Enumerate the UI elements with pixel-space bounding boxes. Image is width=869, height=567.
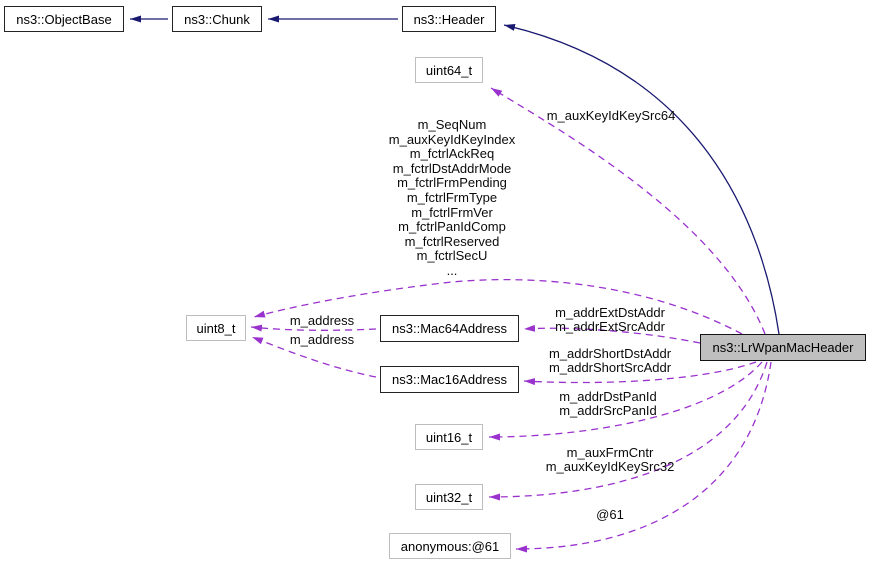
edge-label-aux-frm: m_auxFrmCntr m_auxKeyIdKeySrc32 bbox=[545, 445, 675, 475]
node-anonymous-61: anonymous:@61 bbox=[389, 533, 511, 559]
edge-lrwpanmacheader-to-mac64address bbox=[523, 324, 701, 344]
node-ns3-header[interactable]: ns3::Header bbox=[402, 6, 496, 32]
edge-lrwpanmacheader-to-uint32 bbox=[488, 361, 768, 501]
edge-label-ext-addr: m_addrExtDstAddr m_addrExtSrcAddr bbox=[555, 305, 665, 335]
edge-lrwpanmacheader-to-uint64 bbox=[490, 87, 766, 335]
node-uint16-t: uint16_t bbox=[415, 424, 483, 450]
edge-mac16address-to-uint8 bbox=[251, 336, 377, 378]
node-ns3-lrwpanmacheader: ns3::LrWpanMacHeader bbox=[700, 334, 866, 361]
edge-label-at61: @61 bbox=[596, 507, 624, 522]
edge-lrwpanmacheader-to-mac16address bbox=[523, 361, 757, 386]
node-ns3-mac16address[interactable]: ns3::Mac16Address bbox=[380, 366, 519, 393]
node-uint8-t: uint8_t bbox=[186, 315, 246, 341]
edge-label-short-addr: m_addrShortDstAddr m_addrShortSrcAddr bbox=[548, 346, 672, 376]
edge-lrwpanmacheader-to-anonymous61 bbox=[515, 361, 772, 553]
edge-label-member-block: m_SeqNum m_auxKeyIdKeyIndex m_fctrlAckRe… bbox=[388, 117, 516, 278]
node-uint32-t: uint32_t bbox=[415, 484, 483, 510]
edge-label-m-address-upper: m_address bbox=[289, 313, 355, 328]
edge-lrwpanmacheader-to-header bbox=[503, 24, 780, 335]
node-ns3-chunk[interactable]: ns3::Chunk bbox=[172, 6, 262, 32]
edge-lrwpanmacheader-to-uint16 bbox=[488, 361, 763, 441]
edge-label-aux-key-src64: m_auxKeyIdKeySrc64 bbox=[546, 108, 676, 123]
edge-mac64address-to-uint8 bbox=[250, 324, 377, 332]
edge-lrwpanmacheader-to-uint8 bbox=[253, 279, 743, 335]
edge-label-pan-id: m_addrDstPanId m_addrSrcPanId bbox=[559, 389, 657, 419]
node-uint64-t: uint64_t bbox=[415, 57, 483, 83]
node-ns3-mac64address[interactable]: ns3::Mac64Address bbox=[380, 315, 519, 342]
edge-label-m-address-lower: m_address bbox=[289, 332, 355, 347]
node-ns3-objectbase[interactable]: ns3::ObjectBase bbox=[4, 6, 124, 32]
